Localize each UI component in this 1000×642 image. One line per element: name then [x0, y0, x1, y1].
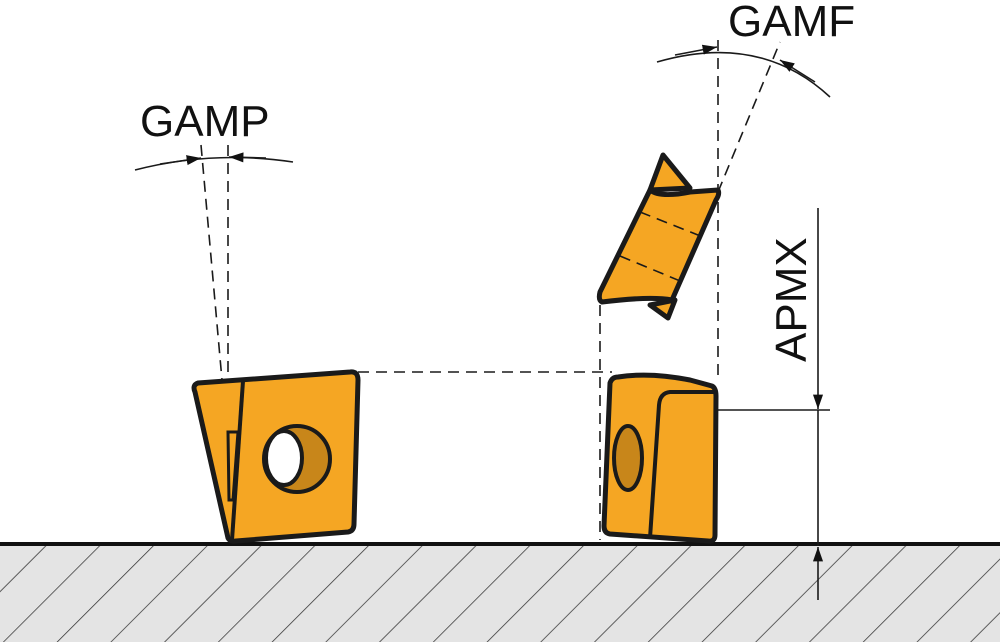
insert-front-view [601, 372, 719, 544]
gamp-arrow-left [159, 155, 202, 166]
gamp-angle-line [200, 144, 223, 381]
workpiece-hatch [0, 545, 1000, 642]
gamp-arrow-right [228, 152, 267, 163]
gamf-label: GAMF [728, 0, 855, 46]
apmx-dimension: APMX [718, 208, 830, 600]
gamp-label: GAMP [140, 97, 270, 146]
gamp-arc [134, 156, 294, 171]
gamf-arrow-left [674, 44, 718, 56]
gamp-dimension: GAMP [134, 97, 294, 381]
gamf-arrow-right [779, 59, 816, 83]
gamf-arc [656, 51, 831, 98]
gamf-angle-line [717, 41, 781, 193]
apmx-label: APMX [767, 237, 816, 362]
insert-top-view [596, 152, 722, 321]
insert-side-view [191, 369, 361, 544]
workpiece [0, 542, 1000, 642]
gamf-dimension: GAMF [599, 0, 855, 540]
